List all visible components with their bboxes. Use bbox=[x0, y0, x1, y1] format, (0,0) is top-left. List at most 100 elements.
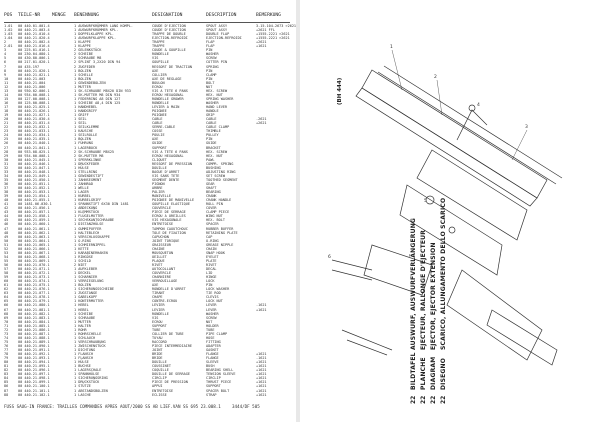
row-qty-name-de: 1 SCHMIERNIPPEL bbox=[74, 242, 106, 247]
sheet-id: (BH 444) bbox=[337, 77, 343, 105]
row-name-fr: ENTRETOISE bbox=[152, 388, 174, 393]
row-qty-name-de: 1 ZAHNRAD bbox=[74, 181, 93, 186]
row-name-fr: PLAQUE bbox=[152, 258, 165, 263]
row-part-number: 00 930.02.006.1 bbox=[18, 88, 50, 93]
row-name-en: PIN bbox=[206, 76, 213, 81]
row-part-number: 00 440.21.048.1 bbox=[18, 169, 50, 174]
column-header-remark: BEMERKUNG bbox=[256, 13, 281, 18]
row-part-number: 00 440.21.083.1 bbox=[18, 315, 50, 320]
row-part-number: 00 440.21.084.1 bbox=[18, 319, 50, 324]
row-pos: 46 bbox=[4, 222, 9, 227]
title-num-3: 22 bbox=[430, 395, 437, 404]
row-name-fr: POIGNEE DE MANIVELLE bbox=[152, 198, 195, 203]
row-name-en: PULLEY bbox=[206, 133, 219, 138]
column-header-pos: POS bbox=[4, 13, 13, 18]
row-name-fr: MOUSQUETON bbox=[152, 250, 174, 255]
row-part-number: 00 440.21.041.1 bbox=[18, 145, 50, 150]
row-pos: 9 bbox=[4, 72, 7, 77]
row-qty-name-de: 1 KONTERMUTTER bbox=[74, 299, 104, 304]
row-name-fr: APPUI bbox=[152, 384, 163, 389]
row-pos: 69 bbox=[4, 315, 9, 320]
end-cap bbox=[486, 309, 558, 366]
row-name-fr: RIVET bbox=[152, 262, 163, 267]
row-qty-name-de: 1 GABELKOPF bbox=[74, 295, 98, 300]
row-qty-name-de: 1 AUSWURFKLAPPE KPL. bbox=[74, 36, 117, 41]
row-part-number: 00 440.21.095.1 bbox=[18, 364, 50, 369]
row-name-en: CLAMP PIECE bbox=[206, 210, 230, 215]
row-part-number: 00 440.21.092.1 bbox=[18, 352, 50, 357]
title-num-2: 22 bbox=[420, 395, 427, 404]
row-name-fr: POIGNEE bbox=[152, 109, 167, 114]
row-name-fr: VIS bbox=[152, 315, 159, 320]
row-qty-name-de: 1 BUCHSE bbox=[74, 364, 91, 369]
row-name-fr: CHAPE bbox=[152, 295, 163, 300]
row-part-number: 00 440.21.032.1 bbox=[18, 125, 50, 130]
row-name-fr: TIRANT bbox=[152, 291, 165, 296]
row-qty-name-de: 1 O-RING bbox=[74, 238, 91, 243]
row-name-en: TENSION SLEEVE bbox=[206, 372, 236, 377]
row-name-fr: AXE bbox=[152, 283, 159, 288]
row-part-number: 00 440.21.046.1 bbox=[18, 161, 50, 166]
row-pos: 27 bbox=[4, 145, 9, 150]
row-part-number: 00 934.00.008.1 bbox=[18, 92, 50, 97]
callout-3: 3 bbox=[525, 124, 528, 130]
row-pos: 2 bbox=[4, 40, 7, 45]
row-name-en: RETAINING PLATE bbox=[206, 230, 238, 235]
row-pos: 13 bbox=[4, 88, 9, 93]
row-part-number: 00 440.21.079.1 bbox=[18, 299, 50, 304]
row-name-en: GEAR bbox=[206, 181, 215, 186]
row-part-number: 00 933.08.025.1 bbox=[18, 149, 50, 154]
row-qty-name-de: 1 SK-SCHRAUBE M8X20 DIN 933 bbox=[74, 88, 131, 93]
row-qty-name-de: 2 SCHEIBE bbox=[74, 52, 93, 57]
row-name-en: TIE ROD bbox=[206, 291, 221, 296]
row-part-number: 00 440.21.050.1 bbox=[18, 177, 50, 182]
row-qty-name-de: 1 SICHERUNGSSCHEIBE bbox=[74, 287, 115, 292]
row-name-fr: COUDE D'EJECTION bbox=[152, 24, 186, 28]
callout-1: 1 bbox=[390, 44, 393, 50]
row-name-fr: POULIE bbox=[152, 133, 165, 138]
row-remark: +2621 bbox=[256, 40, 267, 45]
row-qty-name-de: 1 KLEMMSTÜCK bbox=[74, 210, 100, 215]
row-remark: -1621 bbox=[256, 356, 267, 361]
row-qty-name-de: 1 SCHILD bbox=[74, 258, 91, 263]
row-qty-name-de: 1 DICHTUNG bbox=[74, 348, 96, 352]
row-name-en: PIN bbox=[206, 48, 213, 53]
row-name-en: COVER bbox=[206, 206, 217, 211]
row-pos: 38 bbox=[4, 190, 9, 195]
row-name-en: CAP bbox=[206, 234, 213, 239]
row-name-fr: ECROU HEXAGONAL bbox=[152, 92, 184, 97]
row-pos: 64 bbox=[4, 295, 9, 300]
row-qty-name-de: 1 SCHEIBE A8,4 DIN 125 bbox=[74, 100, 121, 105]
row-part-number: 00 440.21.062.1 bbox=[18, 230, 50, 235]
row-qty-name-de: 1 KURBELGRIFF bbox=[74, 198, 102, 203]
row-pos: 20 bbox=[4, 117, 9, 122]
row-part-number: 00 440.21.021.1 bbox=[18, 72, 50, 77]
row-name-fr: EJECTION-REFROIDI bbox=[152, 36, 188, 41]
row-qty-name-de: 1 KLAPPE bbox=[74, 40, 91, 45]
row-name-fr: TRAPPE bbox=[152, 40, 165, 45]
row-remark: +1621 bbox=[256, 380, 267, 385]
row-qty-name-de: 1 HANDHEBEL bbox=[74, 105, 98, 109]
row-name-fr: CHAINE bbox=[152, 246, 165, 251]
row-name-en: BOLT bbox=[206, 80, 215, 85]
row-name-en: NUT bbox=[206, 319, 213, 324]
row-part-number: 00 440.21.047.1 bbox=[18, 165, 50, 170]
row-remark: -1621 bbox=[256, 303, 267, 308]
row-qty-name-de: 1 VERSCHLUSSKAPPE bbox=[74, 234, 110, 239]
row-pos: 33 bbox=[4, 169, 9, 174]
row-part-number: 00 440.21.068.1 bbox=[18, 254, 50, 259]
row-pos: 66 bbox=[4, 303, 9, 308]
row-qty-name-de: 1 KURBEL bbox=[74, 194, 91, 199]
